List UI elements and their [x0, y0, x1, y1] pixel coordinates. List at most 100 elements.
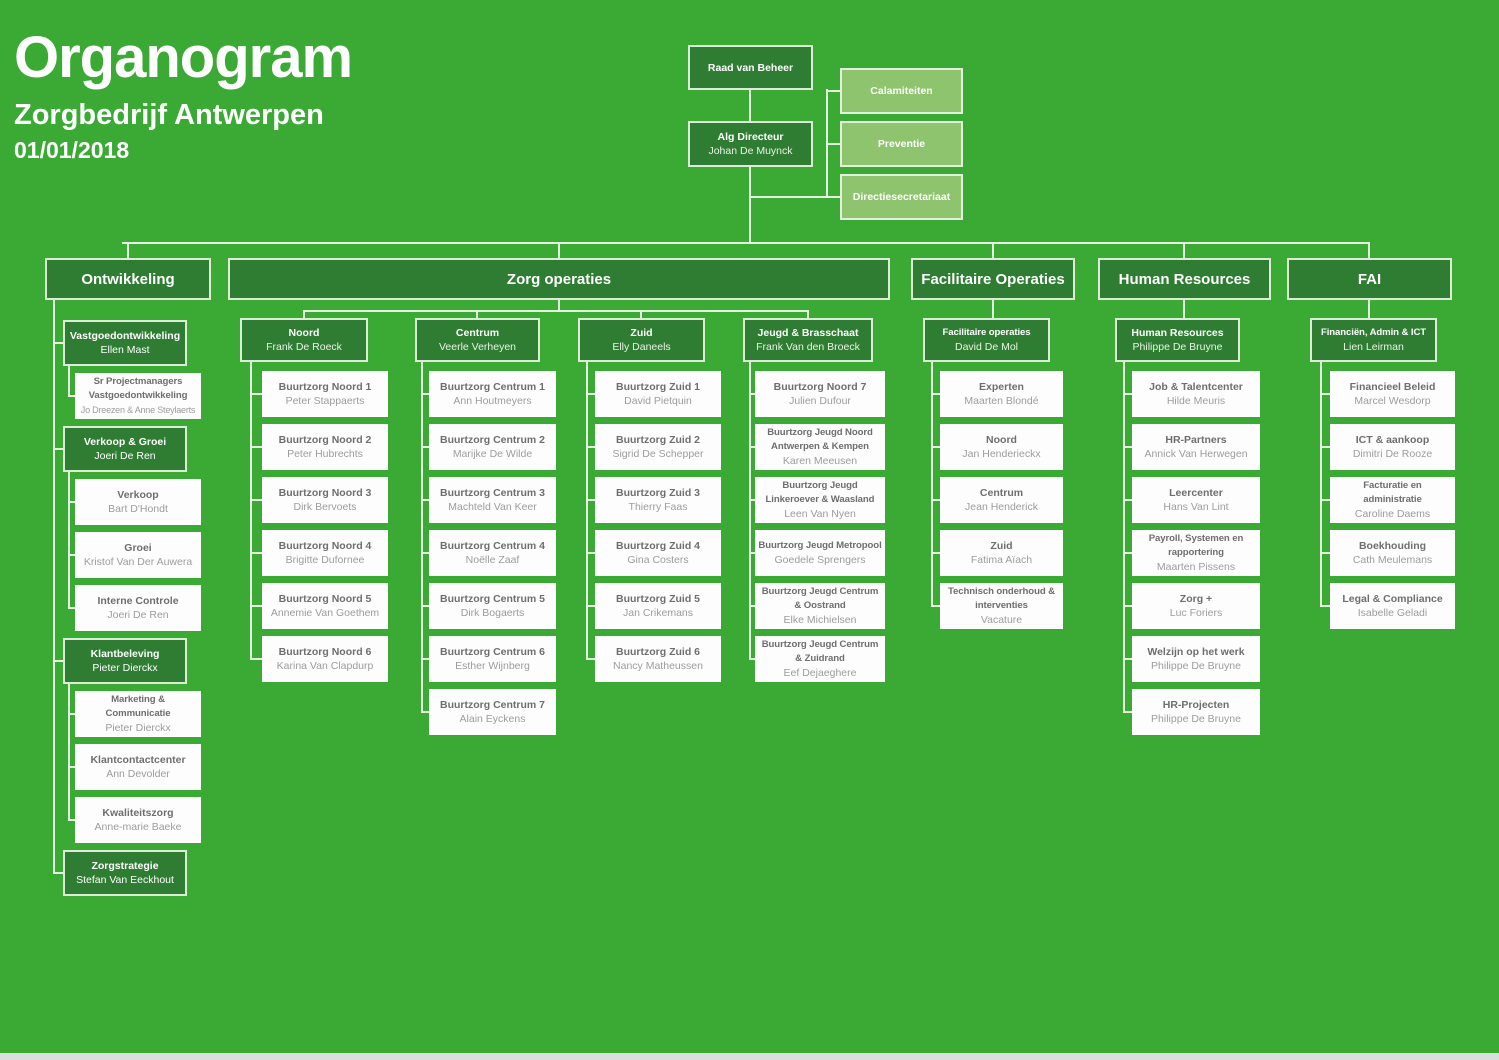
org-node-name: Eef Dejaeghere: [783, 667, 857, 679]
org-node-name: Machteld Van Keer: [448, 501, 537, 513]
staff-label: Preventie: [877, 138, 926, 150]
org-node-name: Nancy Matheussen: [613, 660, 703, 672]
org-node-title: Buurtzorg Jeugd Centrum & Oostrand: [761, 586, 879, 611]
org-node-title: Buurtzorg Centrum 4: [440, 540, 545, 552]
org-node-title: Buurtzorg Jeugd Metropool: [758, 540, 882, 551]
connector-line: [1320, 552, 1330, 554]
org-node-title: Buurtzorg Jeugd Centrum & Zuidrand: [761, 639, 879, 664]
connector-line: [640, 310, 642, 318]
connector-line: [1320, 446, 1330, 448]
org-node-title: Legal & Compliance: [1342, 593, 1443, 605]
connector-line: [1368, 300, 1370, 318]
org-node-name: Dimitri De Rooze: [1352, 448, 1433, 460]
org-node-name: Jo Dreezen & Anne Steylaerts: [80, 405, 196, 415]
column-head-title: Centrum: [455, 327, 500, 339]
staff-box-calamiteiten: Calamiteiten: [840, 68, 963, 114]
connector-line: [421, 393, 429, 395]
org-node-name: Stefan Van Eeckhout: [76, 874, 174, 886]
column-head-title: Jeugd & Brasschaat: [757, 327, 859, 339]
org-node-name: Hilde Meuris: [1166, 395, 1226, 407]
org-node-title: Zuid: [990, 540, 1013, 552]
connector-line: [1123, 711, 1132, 713]
connector-line: [421, 711, 429, 713]
org-node-title: Zorg +: [1179, 593, 1213, 605]
connector-line: [53, 448, 63, 450]
connector-line: [53, 872, 63, 874]
connector-line: [992, 242, 994, 258]
board-box: Raad van Beheer: [688, 45, 813, 90]
connector-line: [303, 310, 808, 312]
org-node-name: Noëlle Zaaf: [465, 554, 520, 566]
org-node-title: Welzijn op het werk: [1147, 646, 1245, 658]
connector-line: [250, 446, 262, 448]
connector-line: [931, 552, 940, 554]
org-node-name: Jan Crikemans: [622, 607, 694, 619]
org-node-name: Fatima Aïach: [970, 554, 1033, 566]
org-node-name: Joeri De Ren: [107, 609, 169, 621]
org-node-name: Elke Michielsen: [783, 614, 857, 626]
connector-line: [250, 605, 262, 607]
column-head-title: Zuid: [630, 327, 653, 339]
org-node-name: Brigitte Dufornee: [285, 554, 365, 566]
connector-line: [807, 310, 809, 318]
connector-line: [931, 605, 940, 607]
connector-line: [1183, 300, 1185, 318]
org-node-name: Vacature: [980, 614, 1023, 626]
connector-line: [53, 660, 63, 662]
bottom-strip: [0, 1053, 1499, 1060]
column-head-name: Elly Daneels: [612, 341, 671, 353]
connector-line: [421, 658, 429, 660]
org-node-name: Annemie Van Goethem: [270, 607, 380, 619]
org-node-name: Dirk Bervoets: [293, 501, 357, 513]
org-node-title: Kwaliteitszorg: [102, 807, 174, 819]
column-head-title: Human Resources: [1131, 327, 1224, 339]
org-node-title: Buurtzorg Centrum 5: [440, 593, 545, 605]
connector-line: [749, 552, 755, 554]
org-node-name: Joeri De Ren: [94, 450, 156, 462]
connector-line: [53, 300, 55, 873]
org-node: Buurtzorg Centrum 4 Noëlle Zaaf: [429, 530, 556, 576]
org-node-name: Cath Meulemans: [1352, 554, 1433, 566]
page-title: Organogram: [14, 25, 353, 90]
org-node-title: Centrum: [979, 487, 1024, 499]
org-node: Buurtzorg Noord 5 Annemie Van Goethem: [262, 583, 388, 629]
org-node-title: Buurtzorg Noord 6: [278, 646, 372, 658]
connector-line: [558, 300, 560, 310]
brand-block: Organogram Zorgbedrijf Antwerpen 01/01/2…: [14, 25, 353, 164]
org-node-title: Buurtzorg Zuid 3: [616, 487, 700, 499]
org-node-title: Groei: [124, 542, 152, 554]
column-head-name: Philippe De Bruyne: [1132, 341, 1223, 353]
org-node-title: Buurtzorg Noord 5: [278, 593, 372, 605]
org-node: Zorg +Luc Foriers: [1132, 583, 1260, 629]
staff-box-directiesecretariaat: Directiesecretariaat: [840, 174, 963, 220]
org-node-name: Caroline Daems: [1354, 508, 1431, 520]
connector-line: [1320, 499, 1330, 501]
org-node-title: Sr Projectmanagers Vastgoedontwikkeling: [88, 376, 188, 401]
connector-line: [122, 242, 1368, 244]
connector-line: [586, 362, 588, 659]
org-node-title: Facturatie en administratie: [1363, 480, 1422, 505]
connector-line: [749, 362, 751, 659]
connector-line: [1123, 393, 1132, 395]
connector-line: [1368, 242, 1370, 258]
